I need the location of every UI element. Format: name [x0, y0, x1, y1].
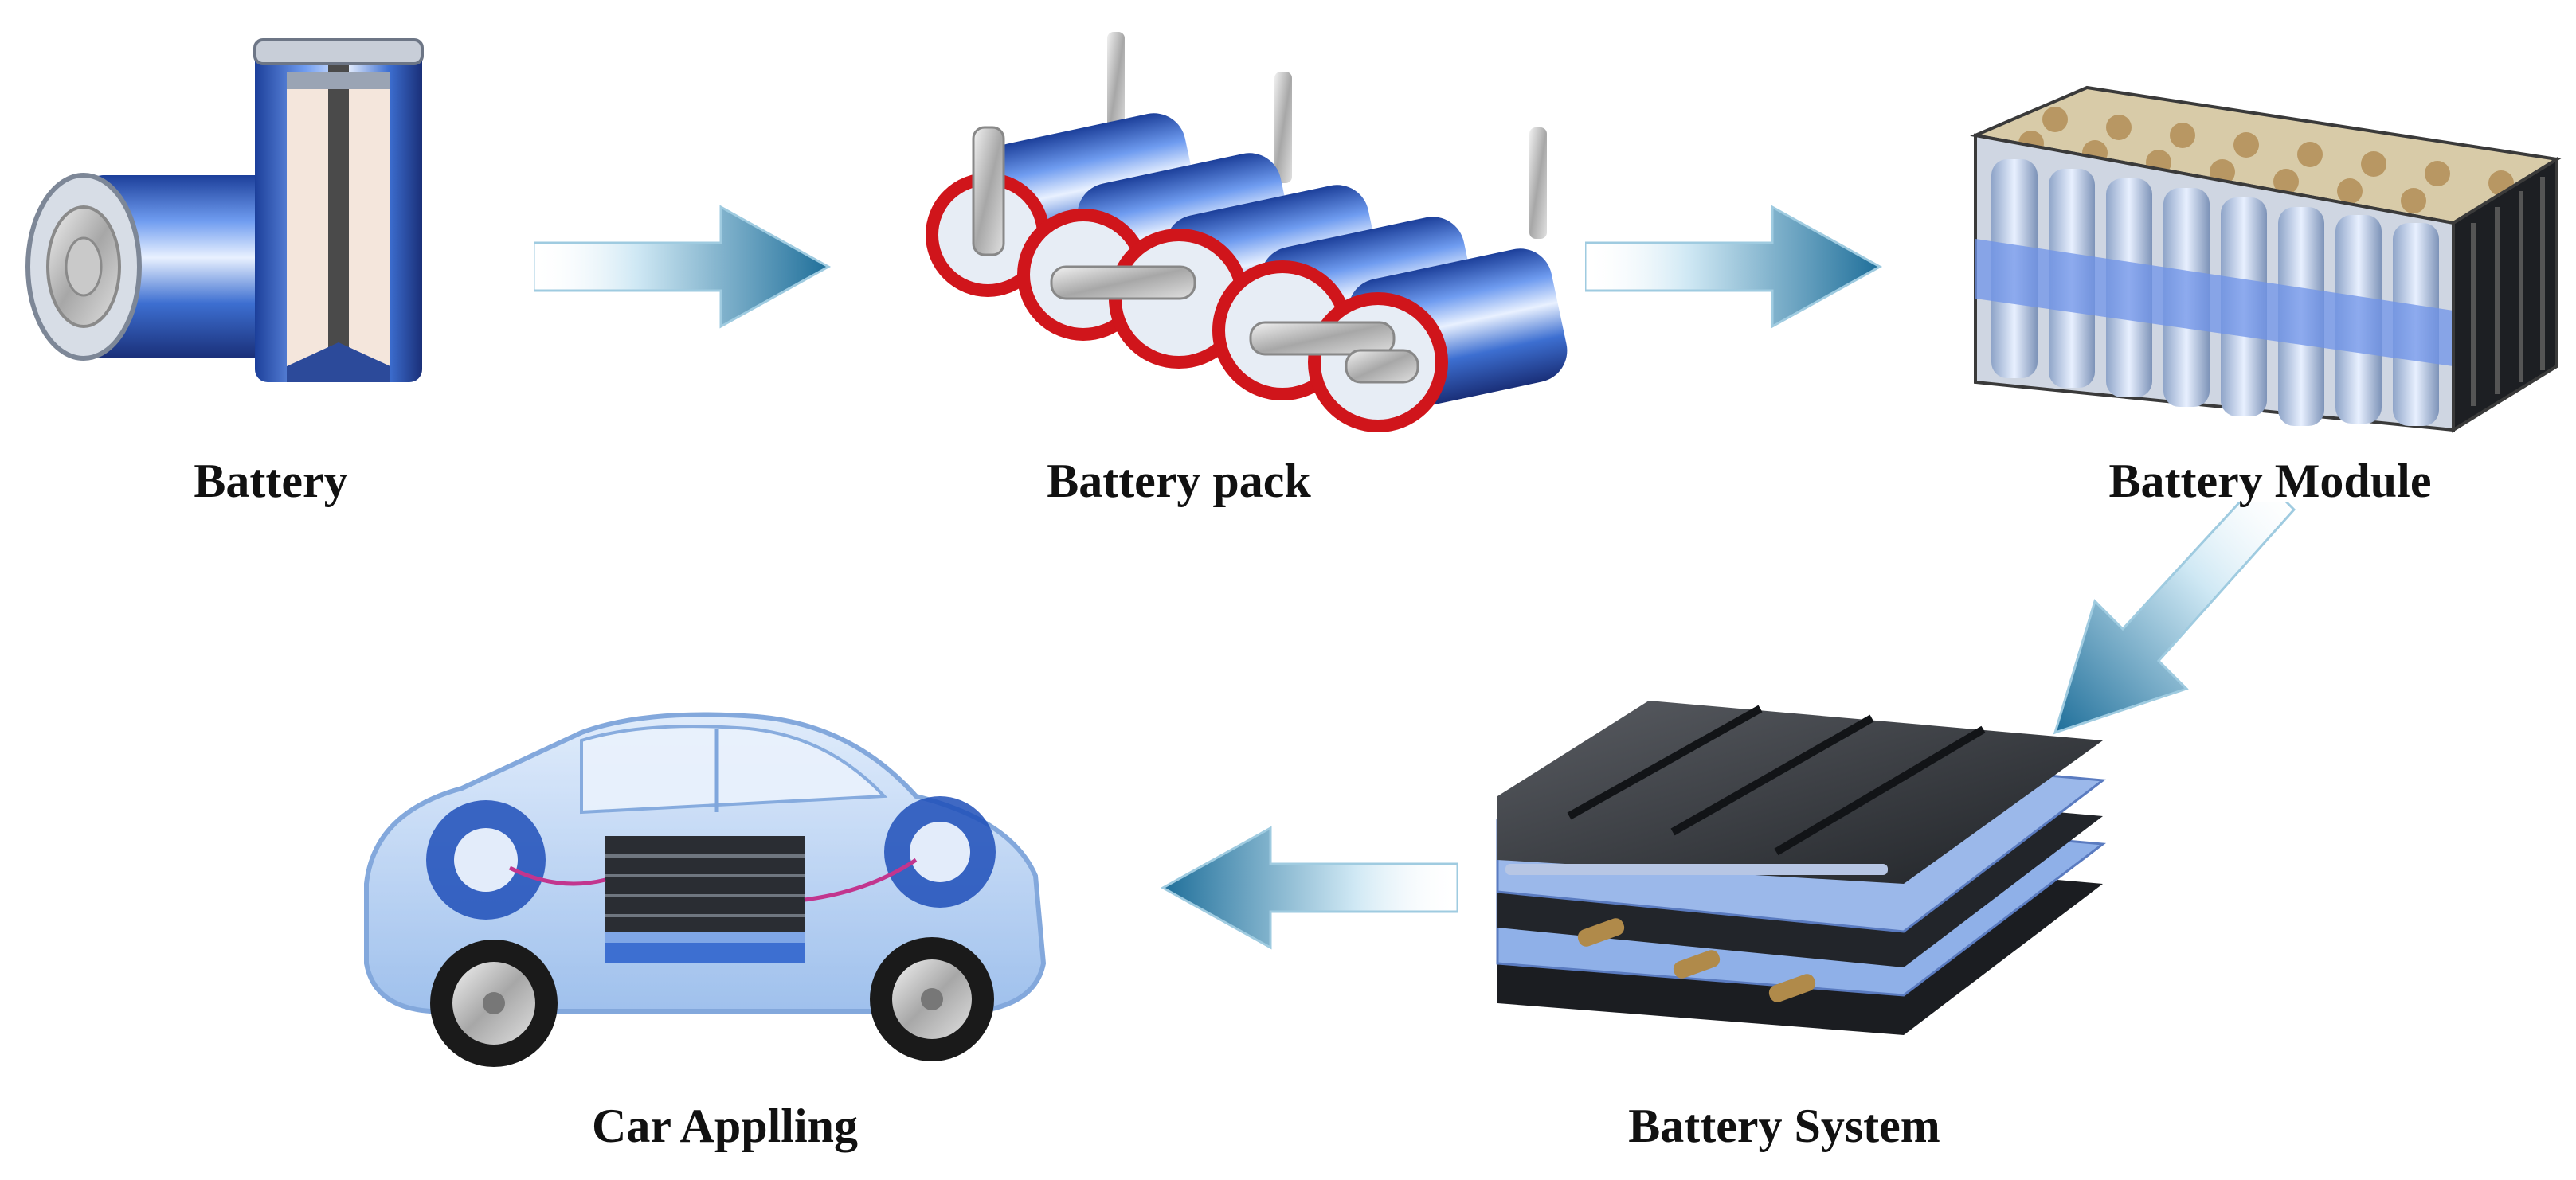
- car-illustration: [364, 712, 1047, 1067]
- battery-pack-illustration: [926, 32, 1568, 432]
- battery-module-illustration: [1970, 85, 2562, 433]
- label-battery-pack: Battery pack: [1047, 455, 1311, 507]
- label-battery-module: Battery Module: [2108, 455, 2432, 507]
- flow-arrow-system-to-car: [1160, 826, 1458, 950]
- label-car: Car Applling: [591, 1100, 858, 1152]
- battery-system-illustration: [1496, 701, 2106, 1035]
- label-battery: Battery: [194, 455, 348, 507]
- battery-illustration: [25, 38, 424, 382]
- flow-arrow-module-to-system: [2053, 502, 2296, 735]
- flow-arrow-battery-to-pack: [534, 205, 832, 329]
- label-battery-system: Battery System: [1628, 1100, 1940, 1152]
- flow-arrow-pack-to-module: [1585, 205, 1883, 329]
